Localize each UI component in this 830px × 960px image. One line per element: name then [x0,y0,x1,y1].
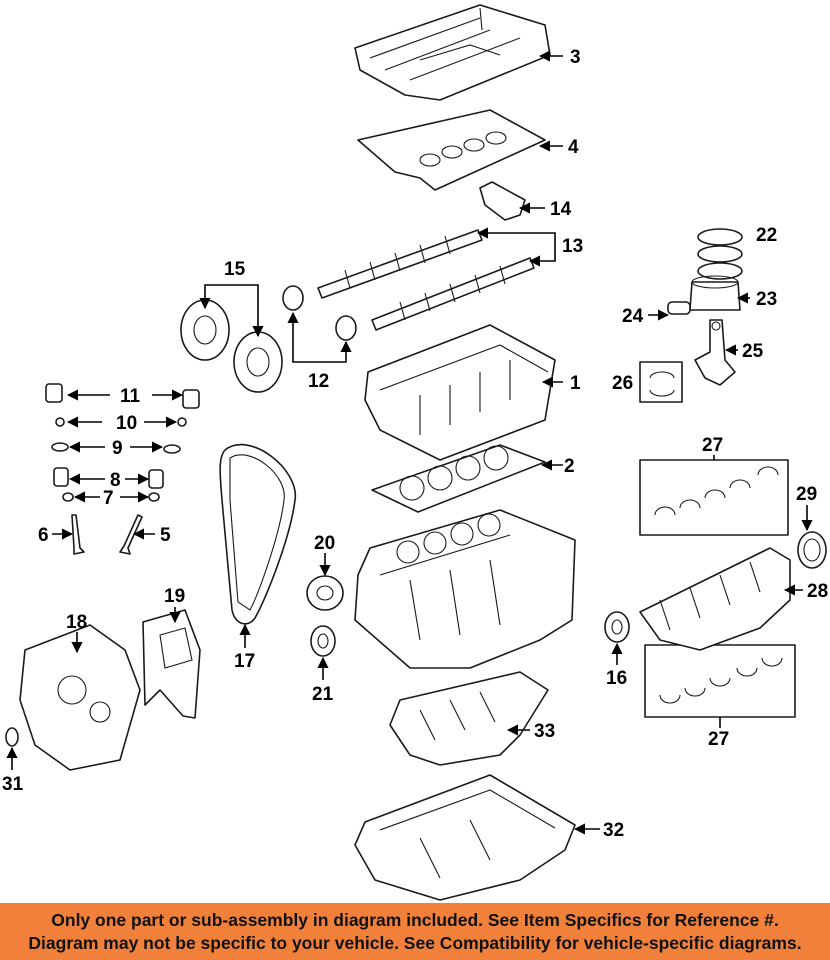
callout-26: 26 [612,373,633,394]
callout-32: 32 [603,820,624,841]
callout-13: 13 [562,236,583,257]
callout-33: 33 [534,721,555,742]
piston-rings-part [697,228,743,280]
callout-19: 19 [164,586,185,607]
callout-16: 16 [606,668,627,689]
callout-14: 14 [550,199,572,220]
piston-part [689,275,741,311]
callout-20: 20 [314,533,335,554]
timing-belt-part [219,443,296,625]
main-bearings-upper-part [639,459,789,536]
main-bearings-lower-part [644,644,796,718]
valve-cover-part [354,4,551,101]
callout-22: 22 [756,225,777,246]
callout-23: 23 [756,289,777,310]
callout-9: 9 [112,438,123,459]
callout-6: 6 [38,525,49,546]
piston-pin-part [667,301,691,315]
oil-pump-part [19,624,141,771]
engine-block-part [354,509,576,669]
connecting-rod-part [694,319,736,386]
engine-parts-diagram: 1 2 3 4 5 6 7 8 9 10 11 12 13 14 15 16 1… [2,4,828,901]
callout-11: 11 [120,386,141,407]
cylinder-head-part [364,324,556,461]
cylinder-head-gasket-part [371,444,546,513]
camshaft-sprocket-part [180,299,283,393]
callout-4: 4 [568,137,579,158]
oil-pan-upper-part [389,671,549,766]
valve-cover-gasket-part [357,109,546,191]
disclaimer-line-2: Diagram may not be specific to your vehi… [28,932,802,953]
callout-2: 2 [564,456,575,477]
callout-3: 3 [570,47,581,68]
callout-18: 18 [66,612,87,633]
disclaimer-line-1: Only one part or sub-assembly in diagram… [51,909,779,930]
callout-1: 1 [570,373,581,394]
callout-5: 5 [160,525,171,546]
callout-10: 10 [116,413,137,434]
callout-24: 24 [622,306,644,327]
camshaft-seal-part [282,285,357,341]
callout-29: 29 [796,484,817,505]
callout-25: 25 [742,341,764,362]
rod-bearing-part [639,361,683,403]
callout-7: 7 [103,488,114,509]
oil-control-valve-part [479,181,526,221]
camshaft-part [317,229,535,331]
crankshaft-rear-seal-part [797,531,827,569]
crankshaft-front-seal-part [5,727,19,747]
callout-15: 15 [224,259,246,280]
callout-28: 28 [807,581,828,602]
timing-belt-idler-part [310,625,336,657]
timing-cover-part [142,609,201,719]
callout-12: 12 [308,371,329,392]
valve-train-parts [45,383,200,555]
callout-21: 21 [312,684,334,705]
disclaimer-banner: Only one part or sub-assembly in diagram… [0,903,830,960]
leader-lines [6,50,813,835]
crankshaft-part [639,547,791,651]
callout-labels: 1 2 3 4 5 6 7 8 9 10 11 12 13 14 15 16 1… [2,47,828,841]
oil-pan-part [354,774,576,901]
callout-27-lower: 27 [708,729,729,750]
timing-belt-tensioner-part [306,575,344,611]
crankshaft-sprocket-part [604,611,630,643]
callout-17: 17 [234,651,255,672]
callout-27-upper: 27 [702,435,723,456]
callout-8: 8 [110,470,121,491]
callout-31: 31 [2,774,24,795]
